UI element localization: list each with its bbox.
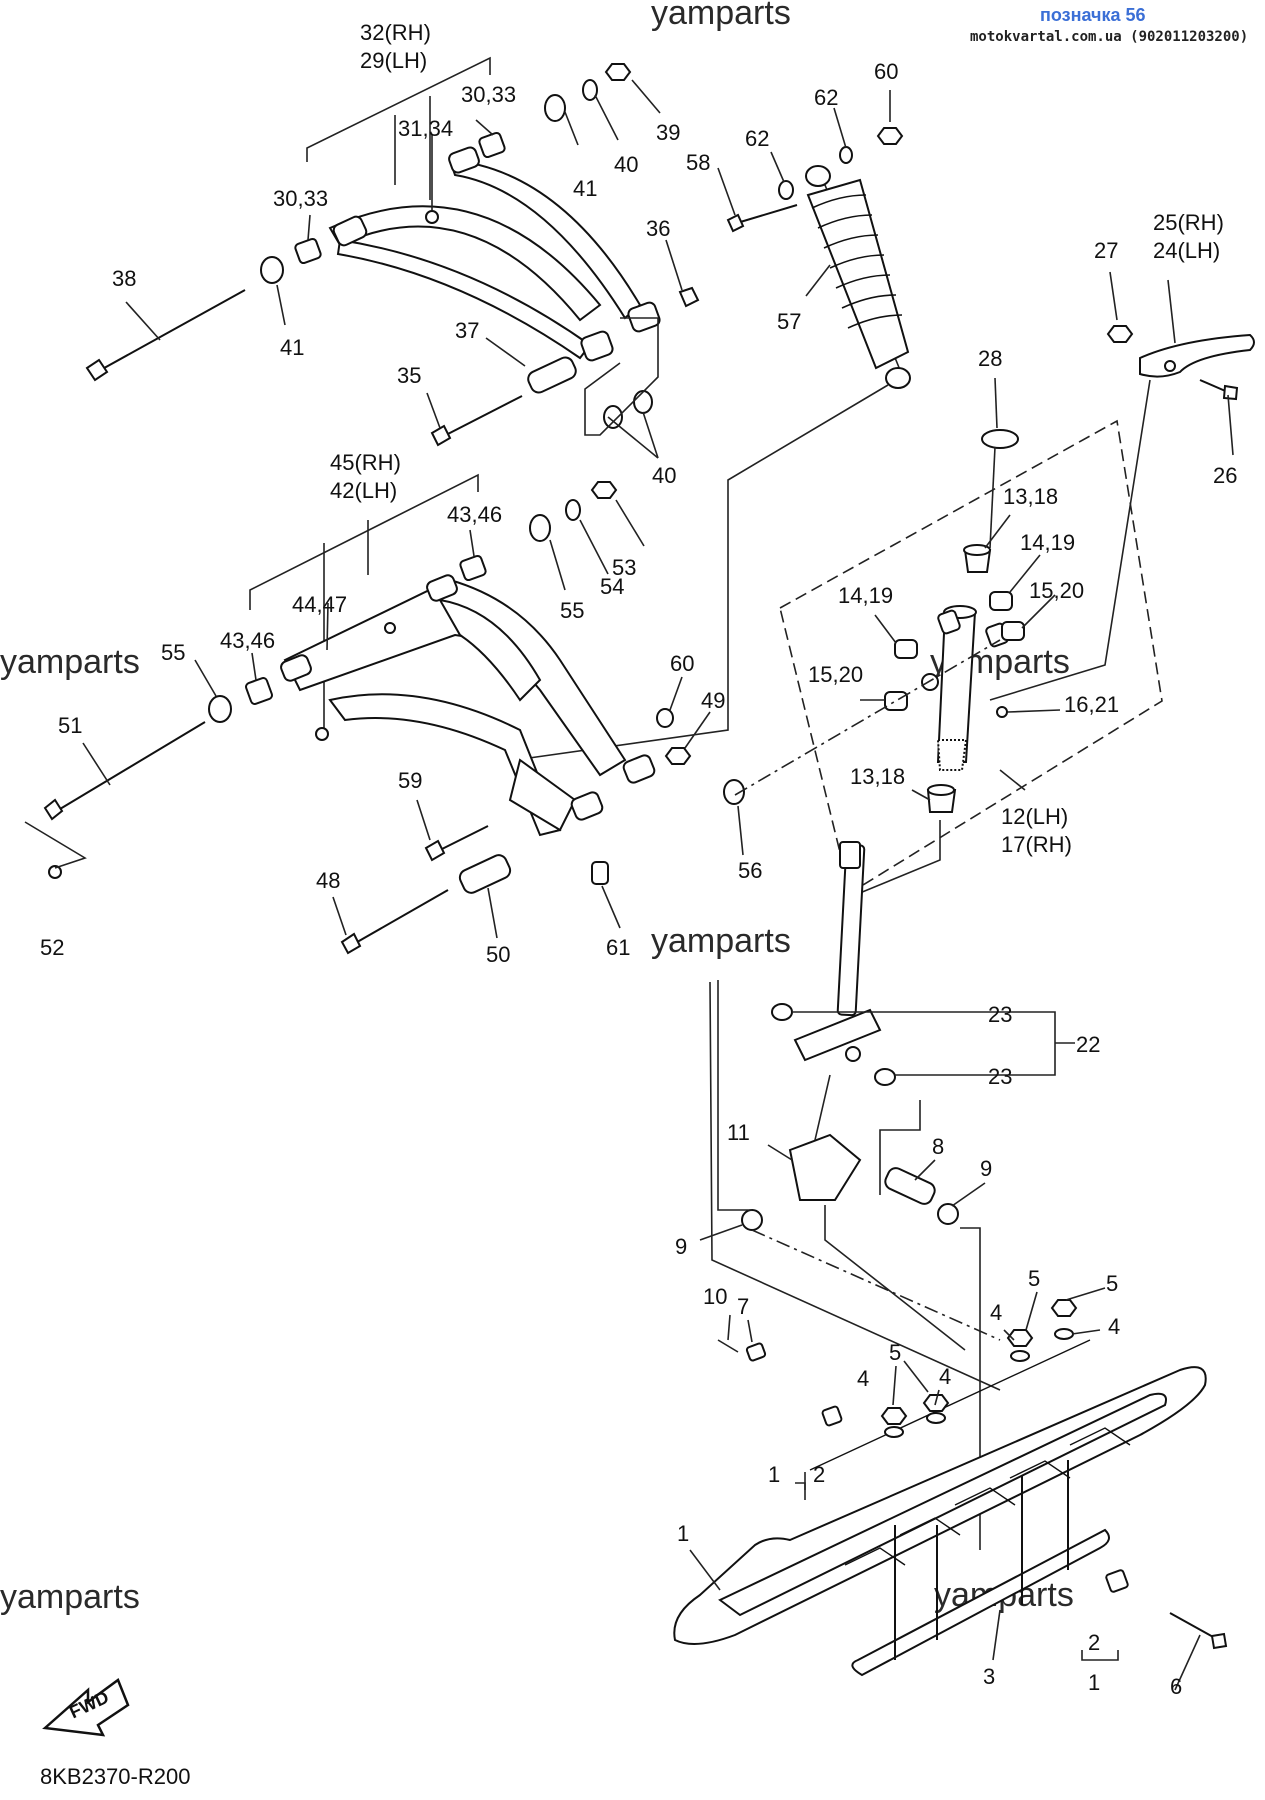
lower-arm-group [24,473,1001,955]
spindle-housing [854,514,1061,900]
upper-arm-group [85,56,700,459]
label-4-b: 4 [1108,1314,1120,1339]
label-41-a: 41 [573,176,597,201]
label-40-a: 40 [614,152,638,177]
label-14-19-b: 14,19 [838,583,893,608]
label-49: 49 [701,688,725,713]
label-10: 10 [703,1284,727,1309]
label-4-c: 4 [939,1364,951,1389]
label-45: 45(RH) [330,450,401,475]
label-43-46-a: 43,46 [447,502,502,527]
label-26: 26 [1213,463,1237,488]
label-25: 25(RH) [1153,210,1224,235]
label-36: 36 [646,216,670,241]
label-11: 11 [727,1120,750,1145]
shock-absorber [514,90,911,761]
label-43-46-b: 43,46 [220,628,275,653]
label-44-47: 44,47 [292,592,347,617]
label-41-b: 41 [280,335,304,360]
label-15-20-a: 15,20 [1029,578,1084,603]
label-60-a: 60 [874,59,898,84]
label-56: 56 [738,858,762,883]
page-marker: позначка 56 [1040,5,1146,25]
label-61: 61 [606,935,630,960]
label-31-34: 31,34 [398,116,453,141]
label-52: 52 [40,935,64,960]
label-58: 58 [686,150,710,175]
watermark-mid: yamparts [651,922,791,960]
label-15-20-b: 15,20 [808,662,863,687]
label-51: 51 [58,713,82,738]
steering-arm [779,271,1255,895]
label-32: 32(RH) [360,20,431,45]
label-5-c: 5 [889,1340,901,1365]
label-54: 54 [600,574,624,599]
label-42: 42(LH) [330,478,397,503]
label-1-c: 1 [1088,1670,1100,1695]
label-22: 22 [1076,1032,1100,1057]
ski-bracket-group [699,841,1075,1550]
label-4-a: 4 [990,1300,1002,1325]
label-57: 57 [777,309,801,334]
label-1-b: 1 [768,1462,780,1487]
label-37: 37 [455,318,479,343]
label-38: 38 [112,266,136,291]
label-9-a: 9 [980,1156,992,1181]
source-site: motokvartal.com.ua (902011203200) [970,29,1248,45]
figure-code: 8KB2370-R200 [40,1764,190,1789]
label-1: 1 [677,1521,689,1546]
label-53: 53 [612,555,636,580]
label-2-a: 2 [813,1462,825,1487]
watermark-left: yamparts [0,643,140,681]
label-39: 39 [656,120,680,145]
label-30-33-b: 30,33 [273,186,328,211]
label-14-19-a: 14,19 [1020,530,1075,555]
label-23-a: 23 [988,1002,1012,1027]
label-30-33-a: 30,33 [461,82,516,107]
watermark-bottom-left: yamparts [0,1578,140,1616]
watermark-top: yamparts [651,0,791,32]
label-60-b: 60 [670,651,694,676]
label-50: 50 [486,942,510,967]
label-5-b: 5 [1106,1271,1118,1296]
label-48: 48 [316,868,340,893]
label-3: 3 [983,1664,995,1689]
label-27: 27 [1094,238,1118,263]
label-29: 29(LH) [360,48,427,73]
label-35: 35 [397,363,421,388]
label-5-a: 5 [1028,1266,1040,1291]
label-8: 8 [932,1134,944,1159]
label-6: 6 [1170,1674,1182,1699]
label-55-a: 55 [161,640,185,665]
label-62-b: 62 [814,85,838,110]
label-9-b: 9 [675,1234,687,1259]
ski [673,1287,1228,1691]
label-55-b: 55 [560,598,584,623]
label-23-b: 23 [988,1064,1012,1089]
label-59: 59 [398,768,422,793]
label-4-d: 4 [857,1366,869,1391]
label-24: 24(LH) [1153,238,1220,263]
label-7: 7 [737,1294,749,1319]
label-28: 28 [978,346,1002,371]
label-13-18-b: 13,18 [850,764,905,789]
label-40-b: 40 [652,463,676,488]
label-13-18-a: 13,18 [1003,484,1058,509]
fwd-arrow-icon: FWD [42,1678,130,1737]
label-17: 17(RH) [1001,832,1072,857]
label-12: 12(LH) [1001,804,1068,829]
label-2-b: 2 [1088,1630,1100,1655]
label-62-a: 62 [745,126,769,151]
label-16-21: 16,21 [1064,692,1119,717]
